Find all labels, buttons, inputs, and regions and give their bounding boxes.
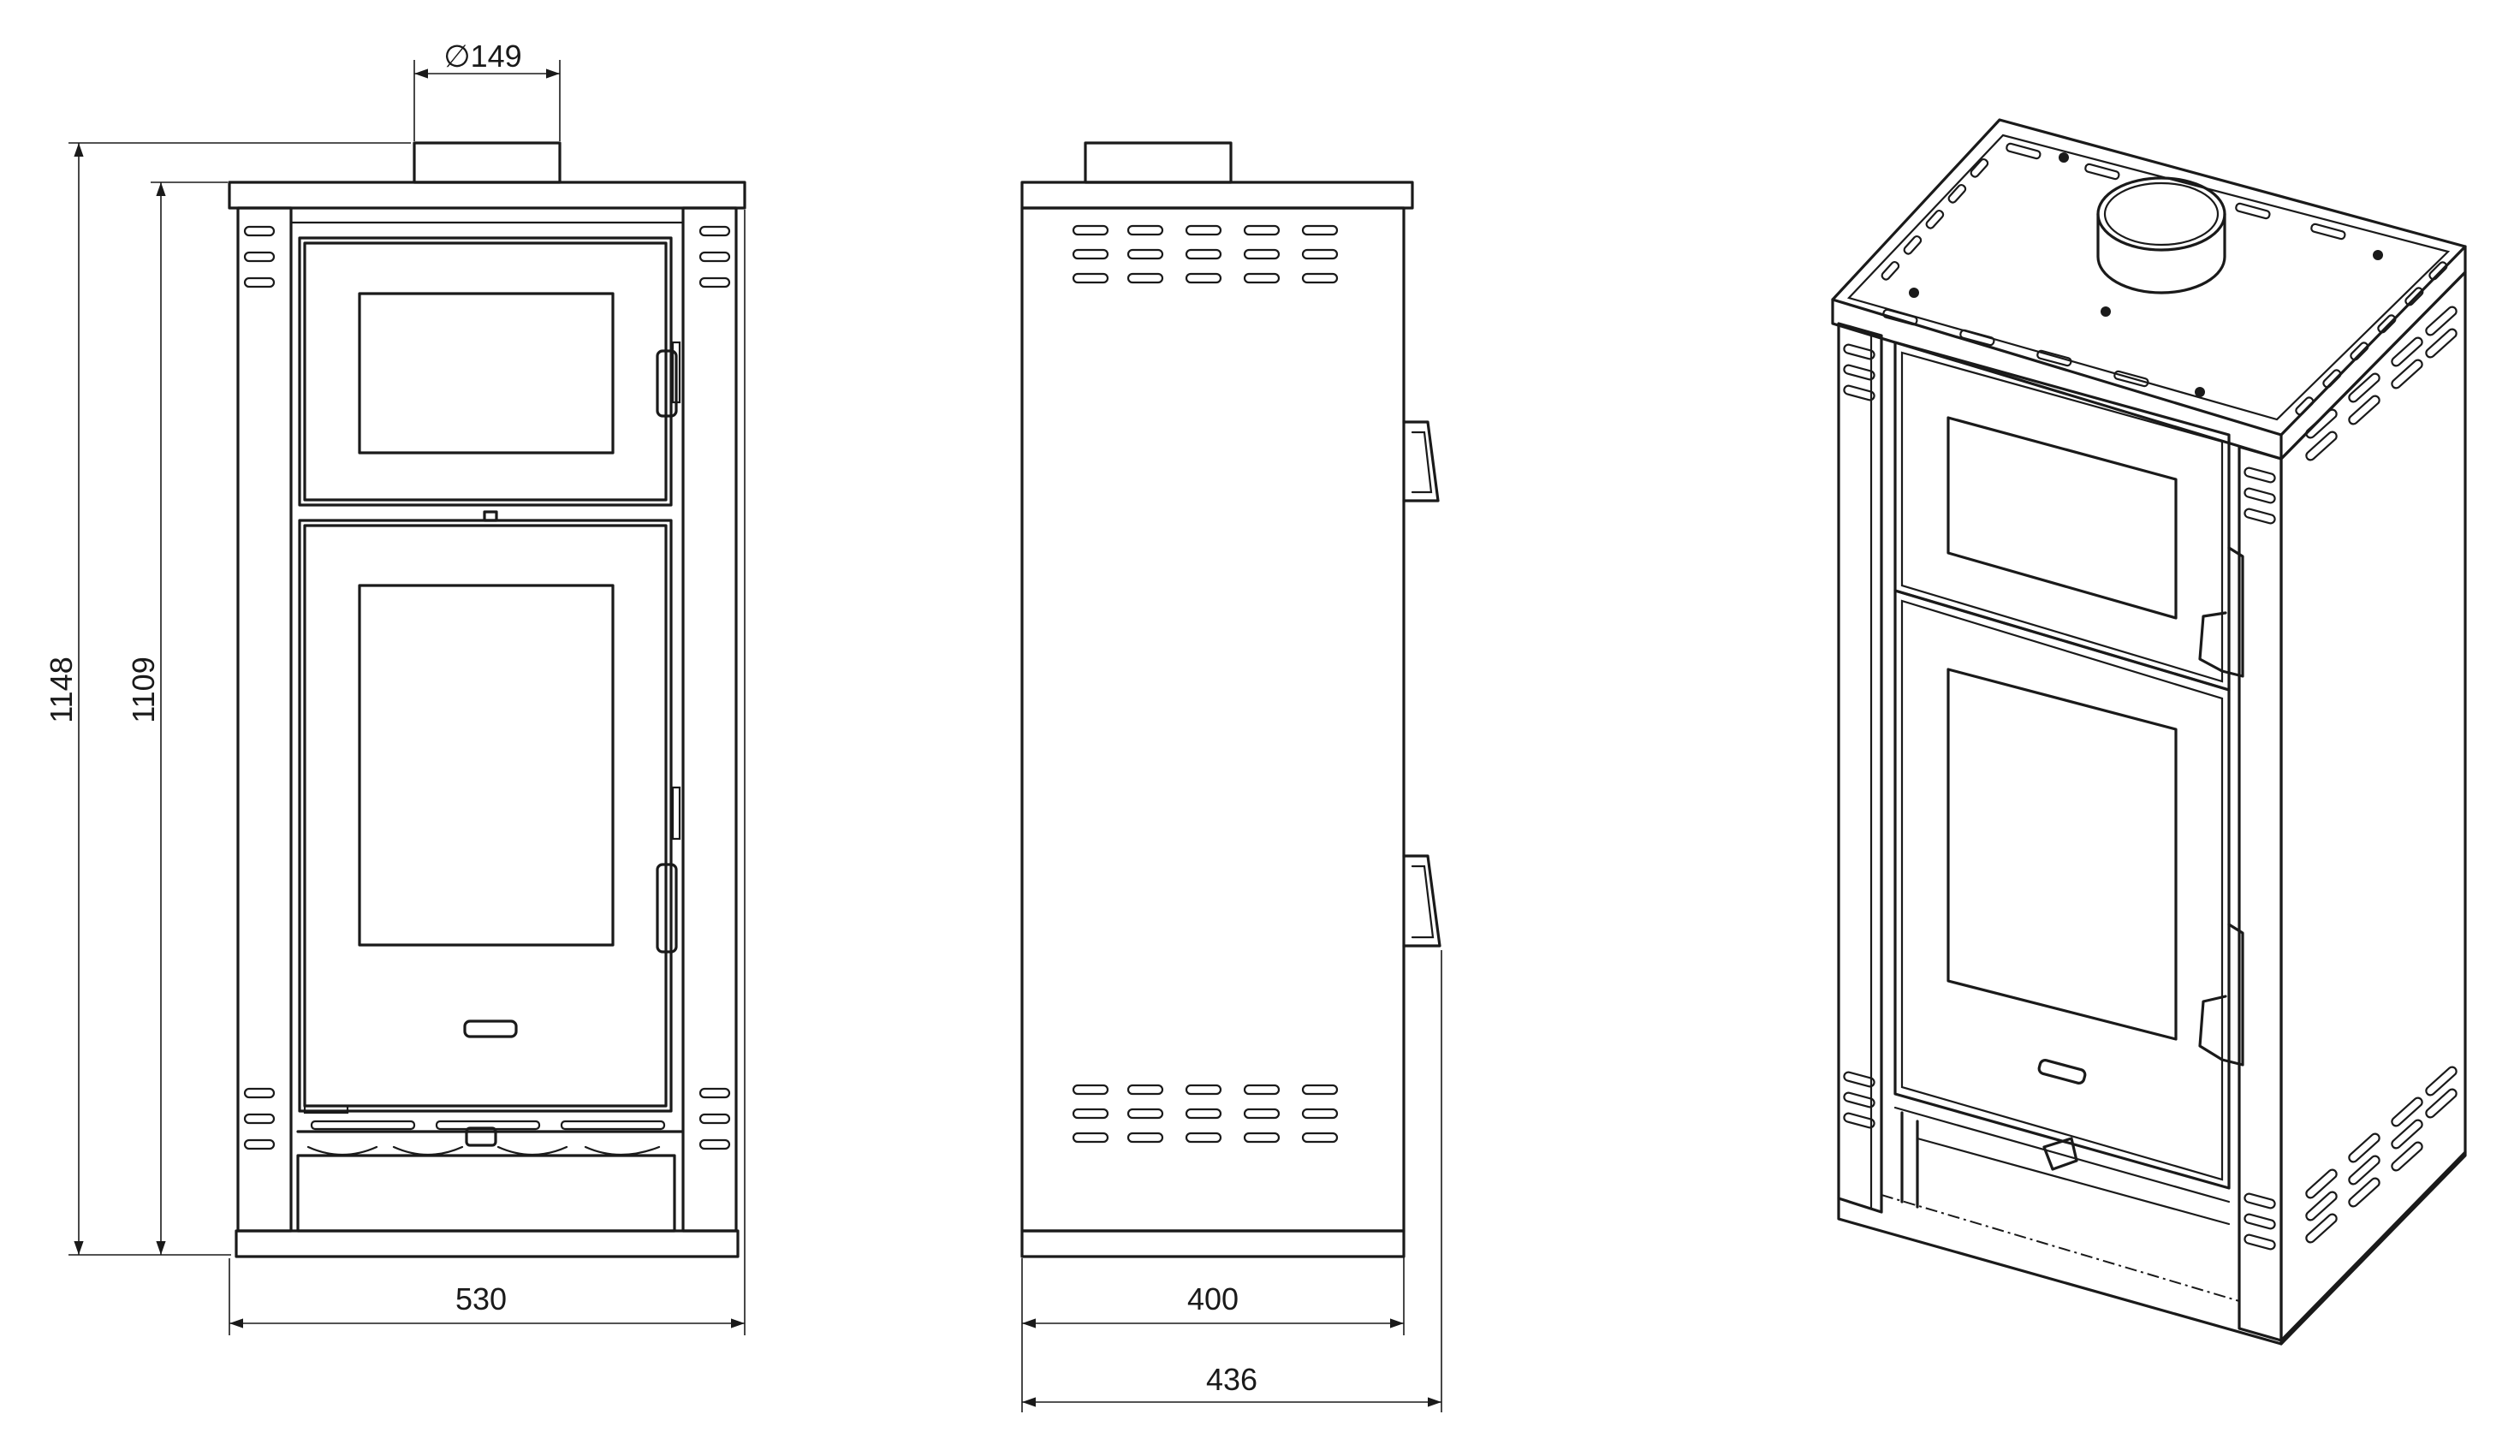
iso-right-post-vents: [2244, 467, 2276, 1251]
iso-right-panel-vents-top: [2305, 306, 2458, 461]
front-ash-area: [296, 1120, 683, 1233]
dim-side-depth: 400: [1187, 1281, 1239, 1316]
side-hinge-lower: [1402, 854, 1441, 948]
side-bottom-vents: [1072, 1084, 1339, 1144]
side-view: [1020, 141, 1441, 1258]
iso-ash-area: [1893, 1106, 2231, 1226]
iso-firebox-door: [1893, 589, 2244, 1190]
front-firebox-door: [298, 519, 681, 1114]
iso-right-panel: [2279, 270, 2467, 1342]
dim-body-height: 1109: [126, 657, 161, 722]
isometric-view: [1831, 118, 2467, 1346]
iso-badge: [2037, 1059, 2087, 1085]
oven-door-handle: [656, 349, 678, 418]
front-right-vents: [698, 225, 731, 1150]
front-dimensions: ∅149 1148 1109 530: [44, 39, 746, 1335]
side-dimensions: 400 436: [1021, 950, 1442, 1412]
iso-oven-handle: [2198, 546, 2244, 678]
iso-firebox-handle: [2198, 923, 2244, 1067]
iso-right-panel-vents-bottom: [2305, 1066, 2458, 1244]
dim-flue-diameter: ∅149: [443, 39, 521, 74]
iso-top-vents: [1881, 142, 2448, 416]
front-badge: [463, 1019, 518, 1038]
dim-side-total-depth: 436: [1206, 1362, 1257, 1397]
front-view: [228, 141, 746, 1258]
front-oven-door: [298, 236, 681, 507]
side-top-vents: [1072, 224, 1339, 284]
front-left-vents: [243, 225, 276, 1150]
side-hinge-upper: [1402, 420, 1440, 502]
firebox-door-handle: [656, 863, 678, 954]
dim-total-height: 1148: [44, 657, 79, 722]
dim-front-width: 530: [455, 1281, 507, 1316]
iso-left-post-vents: [1843, 343, 1875, 1129]
iso-flue-pipe: [2096, 176, 2226, 294]
